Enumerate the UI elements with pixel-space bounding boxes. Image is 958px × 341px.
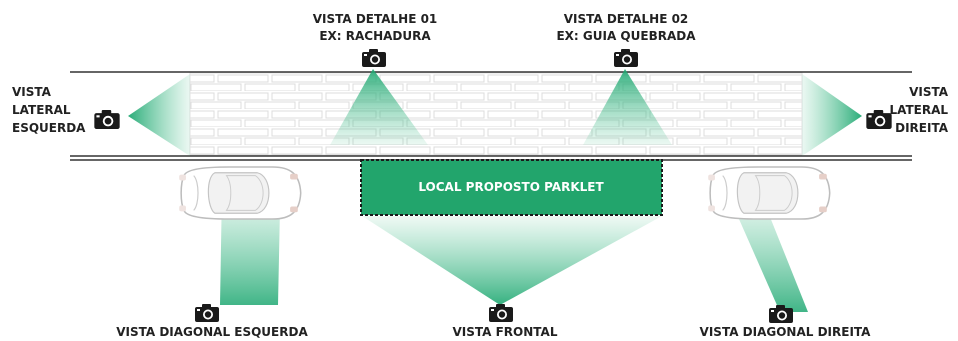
label-lateral-left-1: VISTA — [12, 85, 52, 99]
label-diagonal-right: VISTA DIAGONAL DIREITA — [700, 325, 872, 339]
brick-wall — [189, 72, 803, 156]
view-cone-detail-2 — [583, 69, 672, 145]
label-diagonal-left: VISTA DIAGONAL ESQUERDA — [116, 325, 308, 339]
label-detail-1-title: VISTA DETALHE 01 — [313, 12, 438, 26]
view-cone-detail-1 — [330, 69, 428, 145]
label-lateral-left-2: LATERAL — [12, 103, 71, 117]
label-frontal: VISTA FRONTAL — [453, 325, 558, 339]
camera-icon — [94, 110, 120, 129]
label-lateral-right-2: LATERAL — [889, 103, 948, 117]
camera-icon — [195, 304, 219, 322]
view-cone-lateral-right — [802, 74, 862, 156]
car-icon — [178, 166, 302, 220]
parklet-label: LOCAL PROPOSTO PARKLET — [418, 180, 604, 194]
label-detail-2-example: EX: GUIA QUEBRADA — [556, 29, 696, 43]
camera-icon — [866, 110, 892, 129]
view-cone-diagonal-right — [735, 192, 808, 312]
view-cone-lateral-left — [128, 74, 190, 156]
label-detail-2-title: VISTA DETALHE 02 — [564, 12, 689, 26]
label-lateral-right-1: VISTA — [909, 85, 949, 99]
label-lateral-left-3: ESQUERDA — [12, 121, 86, 135]
car-icon — [707, 166, 831, 220]
camera-icon — [362, 49, 386, 67]
view-cone-frontal — [362, 216, 662, 305]
parklet-area: LOCAL PROPOSTO PARKLET — [360, 159, 663, 216]
camera-icon — [489, 304, 513, 322]
camera-icon — [614, 49, 638, 67]
label-lateral-right-3: DIREITA — [895, 121, 949, 135]
label-detail-1-example: EX: RACHADURA — [319, 29, 431, 43]
